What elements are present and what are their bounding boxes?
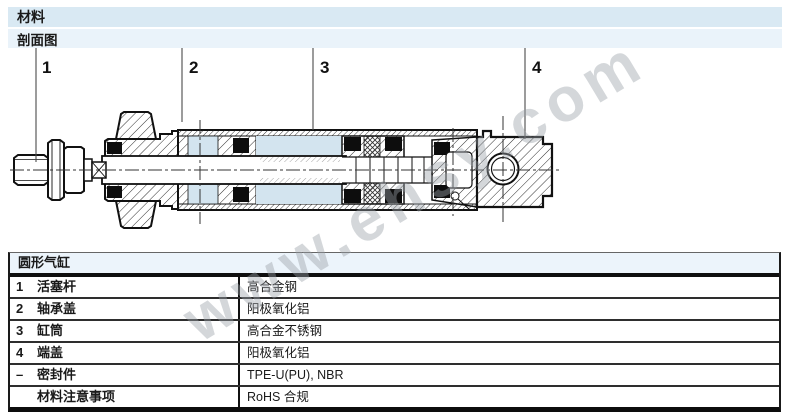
cylinder-cross-section-diagram: 1 2 3 4 bbox=[10, 48, 560, 229]
row-material: 阳极氧化铝 bbox=[238, 343, 779, 363]
row-number: 1 bbox=[16, 279, 24, 294]
section-header-materials: 材料 bbox=[8, 7, 782, 27]
row-part: 材料注意事项 bbox=[37, 389, 116, 404]
row-number: 2 bbox=[16, 301, 24, 316]
end-cap bbox=[475, 129, 554, 209]
row-part: 缸筒 bbox=[37, 323, 64, 338]
callout-label-3: 3 bbox=[320, 58, 329, 77]
table-row: 4 端盖 阳极氧化铝 bbox=[10, 341, 779, 363]
callout-label-4: 4 bbox=[532, 58, 542, 77]
piston-seal bbox=[385, 189, 402, 203]
row-number: 3 bbox=[16, 323, 24, 338]
center-lines bbox=[10, 116, 560, 224]
row-part: 轴承盖 bbox=[37, 301, 77, 316]
cushion-seal-top bbox=[434, 142, 450, 155]
row-part: 活塞杆 bbox=[37, 279, 77, 294]
table-row: 3 缸筒 高合金不锈钢 bbox=[10, 319, 779, 341]
section-header-cross-section: 剖面图 bbox=[8, 29, 782, 48]
table-row: 材料注意事项 RoHS 合规 bbox=[10, 385, 779, 407]
piston-seal bbox=[385, 137, 402, 151]
row-number: 4 bbox=[16, 345, 24, 360]
rod-seal-bottom bbox=[233, 187, 249, 202]
piston-seal bbox=[344, 137, 361, 151]
section-title: 材料 bbox=[17, 9, 45, 25]
row-material: TPE-U(PU), NBR bbox=[238, 365, 779, 385]
table-row: 1 活塞杆 高合金钢 bbox=[10, 277, 779, 297]
section-subtitle: 剖面图 bbox=[17, 32, 58, 48]
piston-magnet-top bbox=[363, 135, 381, 158]
table-row: – 密封件 TPE-U(PU), NBR bbox=[10, 363, 779, 385]
row-part: 端盖 bbox=[37, 345, 64, 360]
cushion-boss bbox=[431, 136, 478, 210]
piston-seal bbox=[344, 189, 361, 203]
row-material: 阳极氧化铝 bbox=[238, 299, 779, 319]
adjust-screw bbox=[450, 191, 460, 201]
wiper-seal-top bbox=[107, 142, 122, 154]
row-material: RoHS 合规 bbox=[238, 387, 779, 407]
row-material: 高合金钢 bbox=[238, 277, 779, 297]
materials-table: 圆形气缸 1 活塞杆 高合金钢 2 轴承盖 阳极氧化铝 3 缸筒 高合金不锈钢 … bbox=[8, 252, 781, 412]
table-row: 2 轴承盖 阳极氧化铝 bbox=[10, 297, 779, 319]
piston-magnet-bottom bbox=[363, 182, 381, 205]
row-number bbox=[10, 387, 37, 407]
cushion-seal-bottom bbox=[434, 185, 450, 198]
callout-label-1: 1 bbox=[42, 58, 51, 77]
rod-seal-top bbox=[233, 138, 249, 153]
row-material: 高合金不锈钢 bbox=[238, 321, 779, 341]
table-title: 圆形气缸 bbox=[10, 253, 779, 277]
wiper-seal-bottom bbox=[107, 186, 122, 198]
row-part: 密封件 bbox=[37, 367, 77, 382]
callout-label-2: 2 bbox=[189, 58, 198, 77]
callouts: 1 2 3 4 bbox=[35, 48, 542, 162]
row-number: – bbox=[16, 367, 24, 382]
